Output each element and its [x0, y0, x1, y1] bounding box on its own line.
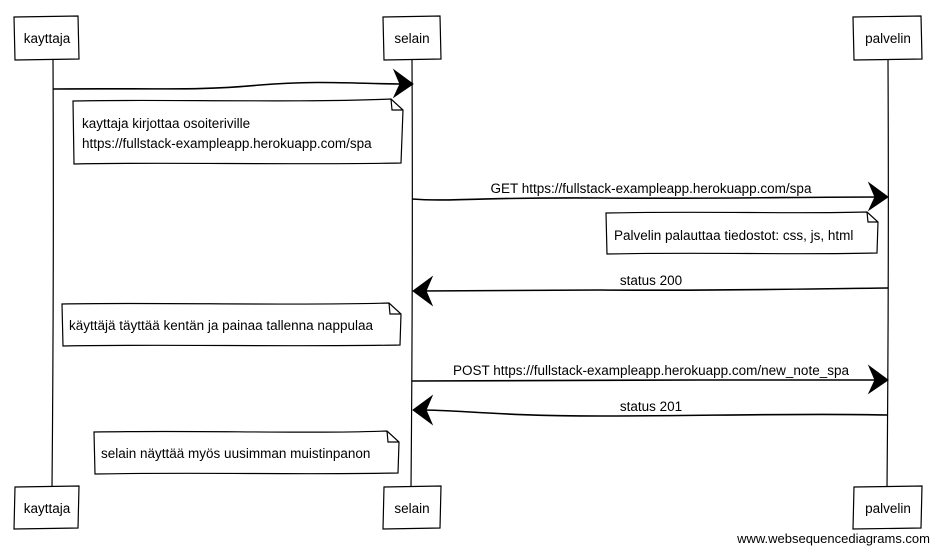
- message-arrow-status200: status 200: [412, 273, 889, 307]
- watermark: www.websequencediagrams.com: [737, 531, 930, 546]
- message-label: POST https://fullstack-exampleapp.heroku…: [453, 363, 849, 378]
- participant-palvelin-top: palvelin: [852, 15, 923, 61]
- note-line: selain näyttää myös uusimman muistinpano…: [101, 446, 370, 461]
- message-label: status 201: [620, 399, 682, 414]
- message-label: status 200: [620, 273, 682, 288]
- participant-label: kayttaja: [24, 501, 71, 516]
- note-palauttaa: Palvelin palauttaa tiedostot: css, js, h…: [605, 211, 879, 255]
- lifeline-kayttaja: [51, 57, 54, 489]
- participant-selain-bottom: selain: [382, 485, 442, 530]
- participant-palvelin-bottom: palvelin: [852, 485, 923, 530]
- participant-label: palvelin: [865, 31, 911, 46]
- lifeline-palvelin: [886, 57, 889, 489]
- message-arrow-status201: status 201: [412, 394, 889, 426]
- message-arrow-get: GET https://fullstack-exampleapp.herokua…: [411, 181, 889, 212]
- participant-kayttaja-bottom: kayttaja: [13, 485, 80, 530]
- arrowhead-icon: [412, 394, 434, 426]
- note-line: https://fullstack-exampleapp.herokuapp.c…: [82, 136, 372, 151]
- message-arrow-post: POST https://fullstack-exampleapp.heroku…: [411, 363, 889, 395]
- message-arrow-kayttaja-selain: [52, 68, 414, 99]
- note-nayttaa: selain näyttää myös uusimman muistinpano…: [93, 430, 400, 475]
- note-taytaa: käyttäjä täyttää kentän ja painaa tallen…: [61, 302, 402, 347]
- participant-label: kayttaja: [24, 31, 71, 46]
- participant-label: palvelin: [865, 501, 911, 516]
- arrowhead-icon: [392, 68, 414, 99]
- note-line: Palvelin palauttaa tiedostot: css, js, h…: [614, 228, 853, 243]
- participant-kayttaja-top: kayttaja: [13, 15, 80, 61]
- arrowhead-icon: [412, 275, 434, 307]
- participant-selain-top: selain: [382, 15, 442, 61]
- note-line: kayttaja kirjottaa osoiteriville: [82, 116, 250, 131]
- participant-label: selain: [394, 501, 429, 516]
- note-line: käyttäjä täyttää kentän ja painaa tallen…: [69, 318, 373, 333]
- lifeline-selain: [410, 57, 413, 489]
- message-label: GET https://fullstack-exampleapp.herokua…: [491, 181, 812, 196]
- note-kirjottaa: kayttaja kirjottaa osoiteriville https:/…: [72, 98, 404, 165]
- arrowhead-icon: [867, 364, 889, 395]
- arrowhead-icon: [867, 181, 889, 212]
- participant-label: selain: [394, 31, 429, 46]
